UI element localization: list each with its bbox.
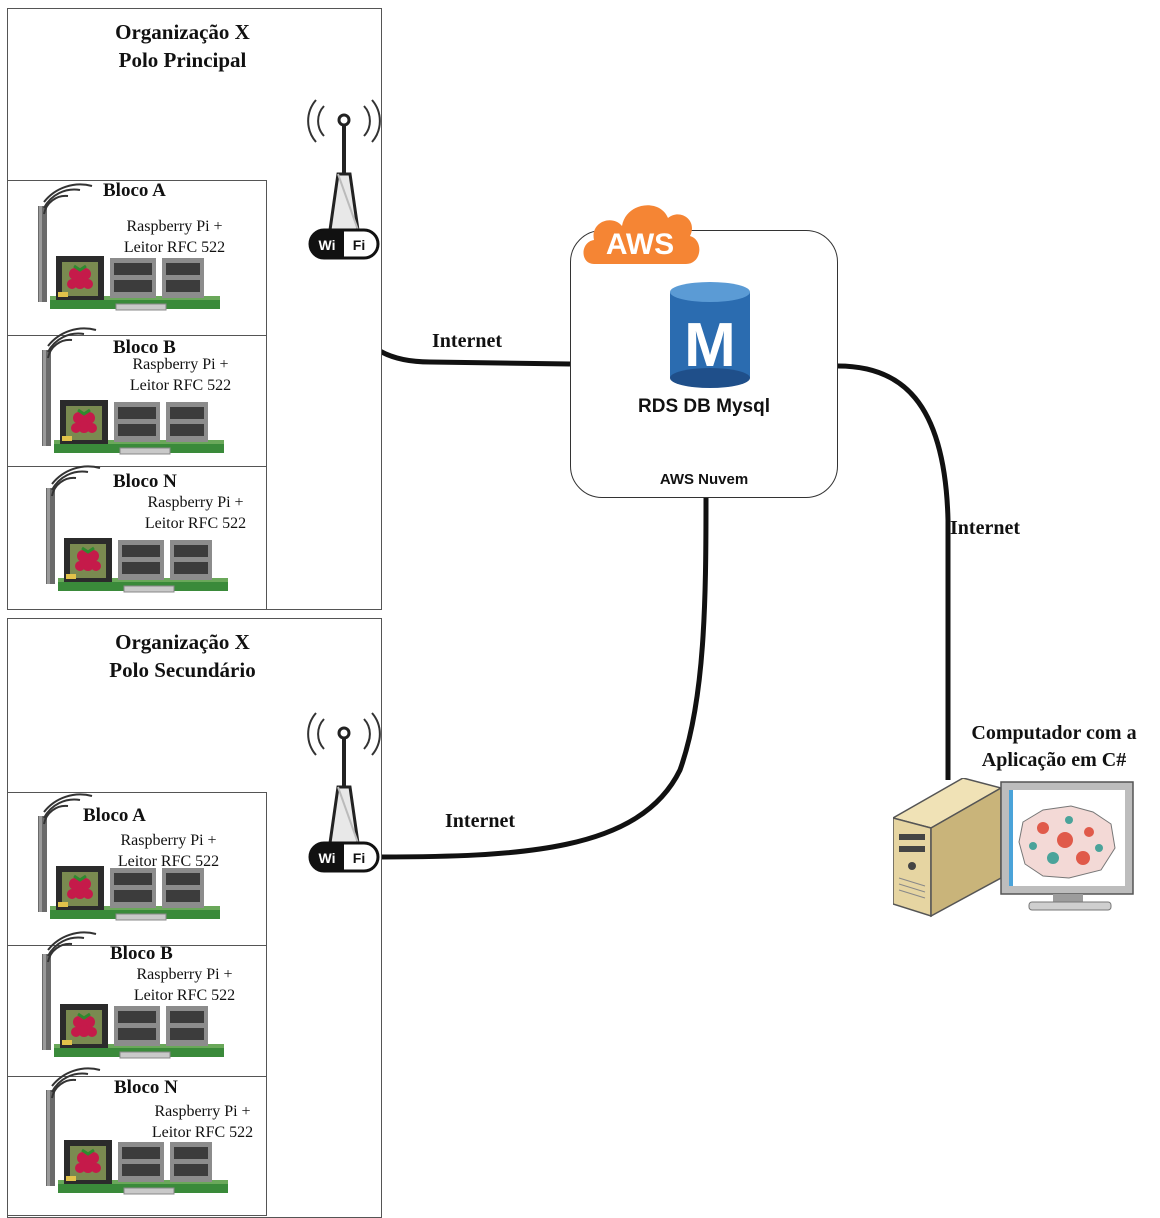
secondary-block-n-rpi	[44, 1066, 230, 1196]
secondary-block-b-rpi	[40, 930, 226, 1060]
primary-block-b-desc: Raspberry Pi + Leitor RFC 522	[118, 354, 243, 396]
database-icon: M	[670, 282, 750, 388]
computer-label: Computador com a Aplicação em C#	[954, 720, 1154, 774]
link-secondary-wire	[371, 497, 709, 860]
primary-block-a-rpi	[36, 182, 222, 312]
primary-block-n-rpi	[44, 464, 230, 594]
wifi-secondary-wi: Wi	[319, 850, 336, 866]
primary-block-b-rpi	[40, 326, 226, 456]
link-computer-label: Internet	[950, 517, 1020, 539]
secondary-block-n-desc: Raspberry Pi + Leitor RFC 522	[140, 1101, 265, 1143]
wifi-antenna-secondary: Wi Fi	[307, 712, 381, 873]
secondary-block-n-desc-line1: Raspberry Pi +	[154, 1103, 251, 1120]
secondary-block-b-desc-line2: Leitor RFC 522	[133, 987, 236, 1004]
computer-label-line1: Computador com a	[971, 722, 1137, 744]
secondary-block-a-desc-line1: Raspberry Pi +	[120, 832, 217, 849]
secondary-block-n-desc-line2: Leitor RFC 522	[151, 1124, 254, 1141]
org-secondary-title-line2: Polo Secundário	[109, 658, 256, 682]
secondary-block-n-title: Bloco N	[114, 1077, 178, 1098]
primary-block-a-desc-line1: Raspberry Pi +	[126, 218, 223, 235]
link-secondary-label: Internet	[445, 810, 515, 832]
primary-block-n-desc-line1: Raspberry Pi +	[147, 494, 244, 511]
org-secondary-title: Organização X Polo Secundário	[60, 628, 305, 684]
aws-logo-text: AWS	[606, 228, 674, 261]
link-computer-wire	[837, 363, 951, 780]
secondary-block-a-title: Bloco A	[83, 805, 146, 826]
secondary-block-a-rpi	[36, 792, 222, 922]
primary-block-n-desc: Raspberry Pi + Leitor RFC 522	[133, 492, 258, 534]
computer-icon	[893, 778, 1134, 918]
primary-block-n-desc-line2: Leitor RFC 522	[144, 515, 247, 532]
wifi-secondary-fi: Fi	[353, 850, 365, 866]
org-primary-title-line2: Polo Principal	[118, 48, 247, 72]
org-primary-title-line1: Organização X	[115, 20, 250, 44]
aws-logo: AWS	[583, 205, 700, 264]
primary-block-n-title: Bloco N	[113, 471, 177, 492]
link-primary-label: Internet	[432, 330, 502, 352]
primary-block-b-title: Bloco B	[113, 337, 176, 358]
primary-block-a-desc-line2: Leitor RFC 522	[123, 239, 226, 256]
secondary-block-b-desc: Raspberry Pi + Leitor RFC 522	[122, 964, 247, 1006]
primary-block-a-title: Bloco A	[103, 180, 166, 201]
wifi-antenna-primary: Wi Fi	[307, 99, 381, 260]
computer-label-line2: Aplicação em C#	[981, 749, 1127, 771]
primary-block-b-desc-line1: Raspberry Pi +	[132, 356, 229, 373]
aws-cloud-label: AWS Nuvem	[659, 471, 749, 488]
secondary-block-a-desc-line2: Leitor RFC 522	[117, 853, 220, 870]
wifi-primary-fi: Fi	[353, 237, 365, 253]
wifi-primary-wi: Wi	[319, 237, 336, 253]
secondary-block-b-desc-line1: Raspberry Pi +	[136, 966, 233, 983]
database-icon-letter: M	[684, 311, 736, 380]
database-label: RDS DB Mysql	[638, 396, 770, 417]
secondary-block-b-title: Bloco B	[110, 943, 173, 964]
org-primary-title: Organização X Polo Principal	[60, 18, 305, 74]
secondary-block-a-desc: Raspberry Pi + Leitor RFC 522	[106, 830, 231, 872]
primary-block-b-desc-line2: Leitor RFC 522	[129, 377, 232, 394]
org-secondary-title-line1: Organização X	[115, 630, 250, 654]
primary-block-a-desc: Raspberry Pi + Leitor RFC 522	[112, 216, 237, 258]
